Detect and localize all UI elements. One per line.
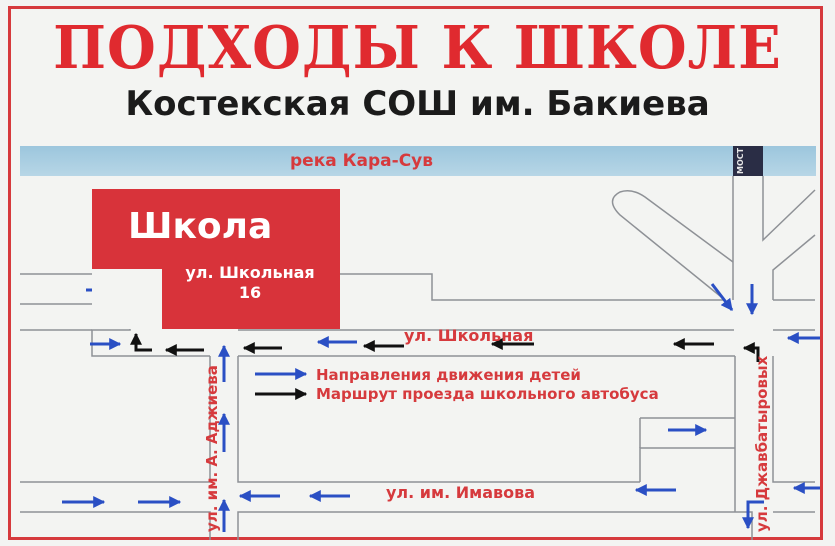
legend-children-label: Направления движения детей — [316, 366, 581, 384]
children-arrow — [742, 500, 764, 530]
road-outlines — [20, 176, 816, 540]
legend-bus-label: Маршрут проезда школьного автобуса — [316, 385, 659, 403]
map-title: ПОДХОДЫ К ШКОЛЕ — [53, 13, 782, 83]
street-label-shkolnaya: ул. Школьная — [404, 326, 534, 345]
bus-arrow — [130, 332, 152, 352]
street-label-adzhieva: ул. им. А. Аджиева — [203, 365, 221, 532]
bus-arrow — [742, 342, 760, 362]
map-subtitle: Костекская СОШ им. Бакиева — [125, 84, 710, 124]
children-arrow — [710, 283, 734, 311]
map-frame — [8, 6, 823, 540]
school-address-number: 16 — [238, 283, 262, 302]
school-address-street: ул. Школьная — [185, 263, 315, 282]
school-notch — [92, 269, 162, 329]
street-label-imavova: ул. им. Имавова — [386, 483, 536, 502]
school-name: Школа — [128, 206, 273, 247]
bridge — [733, 146, 763, 176]
school-address: ул. Школьная 16 — [165, 263, 335, 303]
river — [20, 146, 816, 176]
bus-arrows — [130, 268, 760, 400]
river-label: река Кара-Сув — [290, 151, 434, 171]
street-label-dzhavbatyrovykh: ул. Джавбатыровых — [753, 355, 771, 532]
